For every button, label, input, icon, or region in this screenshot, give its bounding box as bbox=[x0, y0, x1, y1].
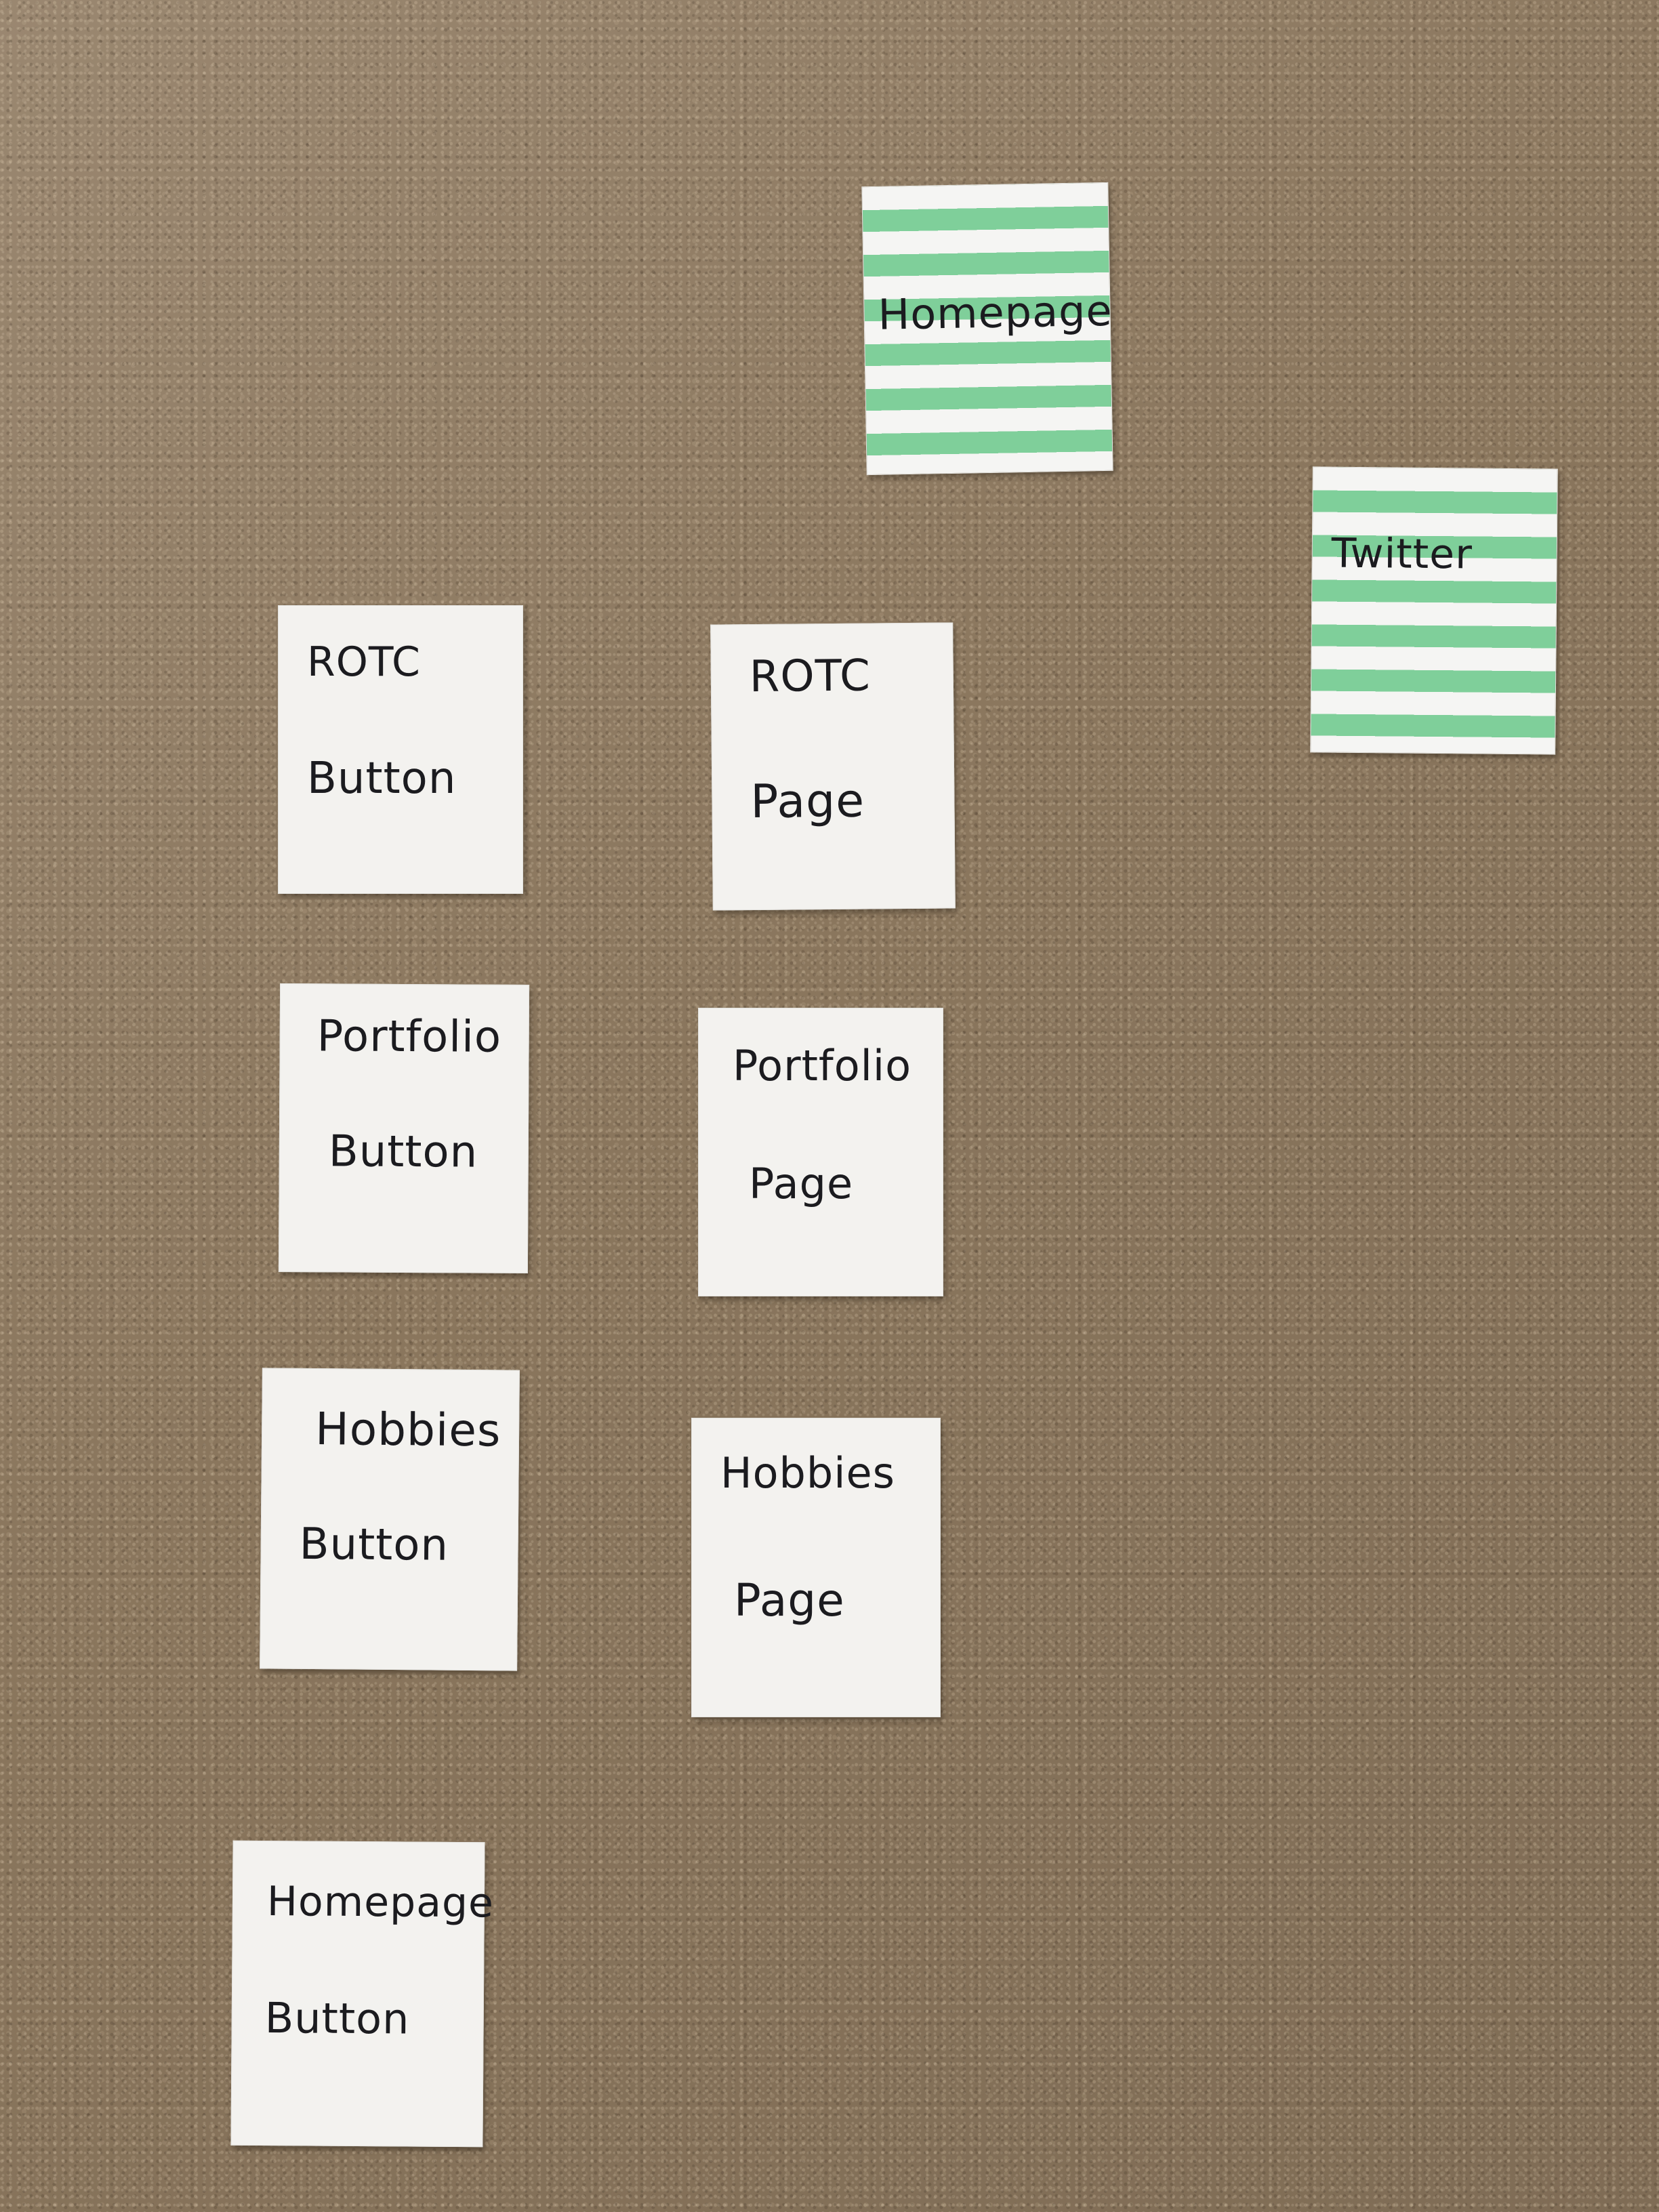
homepage-button-card: Homepage Button bbox=[230, 1840, 494, 2148]
portfolio-page-line1: Portfolio bbox=[733, 1041, 912, 1090]
hobbies-page-line2: Page bbox=[734, 1574, 845, 1626]
hobbies-page-card: Hobbies Page bbox=[691, 1418, 941, 1717]
homepage-button-line2: Button bbox=[264, 1993, 410, 2044]
portfolio-page-card: Portfolio Page bbox=[698, 1008, 943, 1296]
portfolio-button-card: Portfolio Button bbox=[278, 983, 530, 1273]
twitter-card-label: Twitter bbox=[1331, 529, 1473, 579]
hobbies-button-card: Hobbies Button bbox=[260, 1368, 520, 1671]
twitter-card: Twitter bbox=[1310, 466, 1558, 755]
rotc-button-line2: Button bbox=[307, 754, 457, 804]
portfolio-page-line2: Page bbox=[749, 1159, 854, 1208]
rotc-button-card: ROTC Button bbox=[278, 605, 523, 894]
portfolio-button-line1: Portfolio bbox=[316, 1011, 502, 1063]
homepage-card: Homepage bbox=[861, 182, 1113, 476]
hobbies-button-line1: Hobbies bbox=[314, 1403, 501, 1457]
homepage-card-label: Homepage bbox=[877, 285, 1113, 340]
hobbies-page-line1: Hobbies bbox=[720, 1448, 895, 1498]
homepage-button-line1: Homepage bbox=[266, 1878, 495, 1927]
portfolio-button-line2: Button bbox=[328, 1126, 478, 1178]
rotc-page-line2: Page bbox=[750, 774, 865, 830]
rotc-page-card: ROTC Page bbox=[710, 622, 956, 911]
rotc-button-line1: ROTC bbox=[307, 638, 421, 686]
hobbies-button-line2: Button bbox=[299, 1519, 449, 1571]
rotc-page-line1: ROTC bbox=[749, 651, 872, 703]
